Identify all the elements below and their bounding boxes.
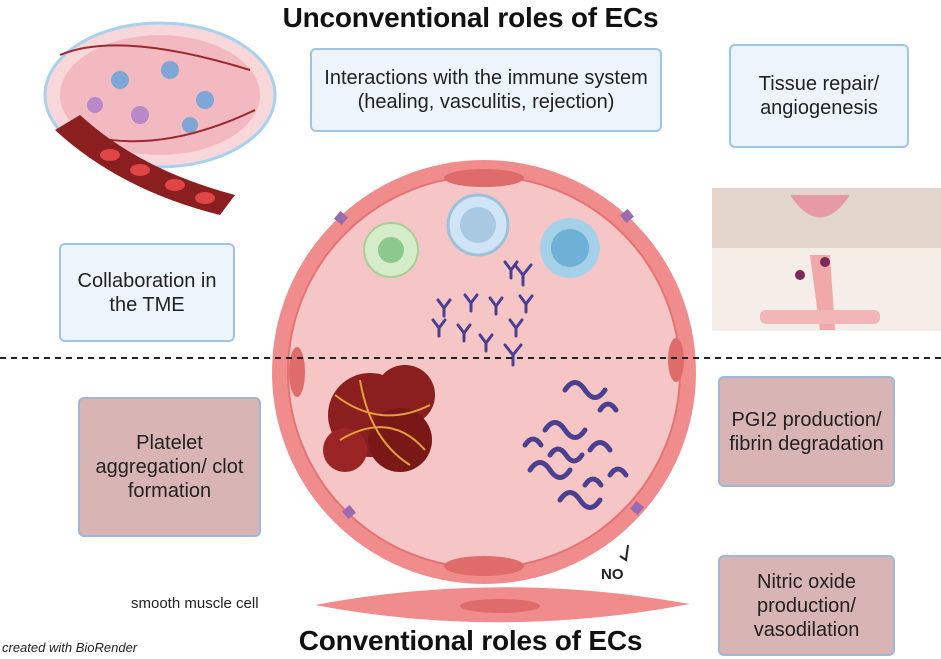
blood-vessel-cross-section xyxy=(272,160,696,584)
bottom-title: Conventional roles of ECs xyxy=(298,625,643,656)
tme-collaboration-box: Collaboration in the TME xyxy=(59,243,235,342)
blood-clot-illustration xyxy=(323,365,435,472)
top-title: Unconventional roles of ECs xyxy=(282,2,659,33)
no-label: NO xyxy=(601,566,624,583)
smooth-muscle-label: smooth muscle cell xyxy=(131,595,259,612)
platelet-aggregation-box: Platelet aggregation/ clot formation xyxy=(78,397,261,537)
tissue-repair-box: Tissue repair/ angiogenesis xyxy=(729,44,909,148)
immune-interactions-box: Interactions with the immune system (hea… xyxy=(310,48,662,132)
fibrin-fragments-illustration xyxy=(522,380,629,510)
tumor-microenvironment-illustration xyxy=(43,21,277,215)
wound-healing-illustration xyxy=(712,188,941,331)
biorender-credit: created with BioRender xyxy=(2,640,138,655)
smooth-muscle-cell-illustration xyxy=(315,587,690,623)
nitric-oxide-box: Nitric oxide production/ vasodilation xyxy=(718,555,895,656)
pgi2-production-box: PGI2 production/ fibrin degradation xyxy=(718,376,895,487)
